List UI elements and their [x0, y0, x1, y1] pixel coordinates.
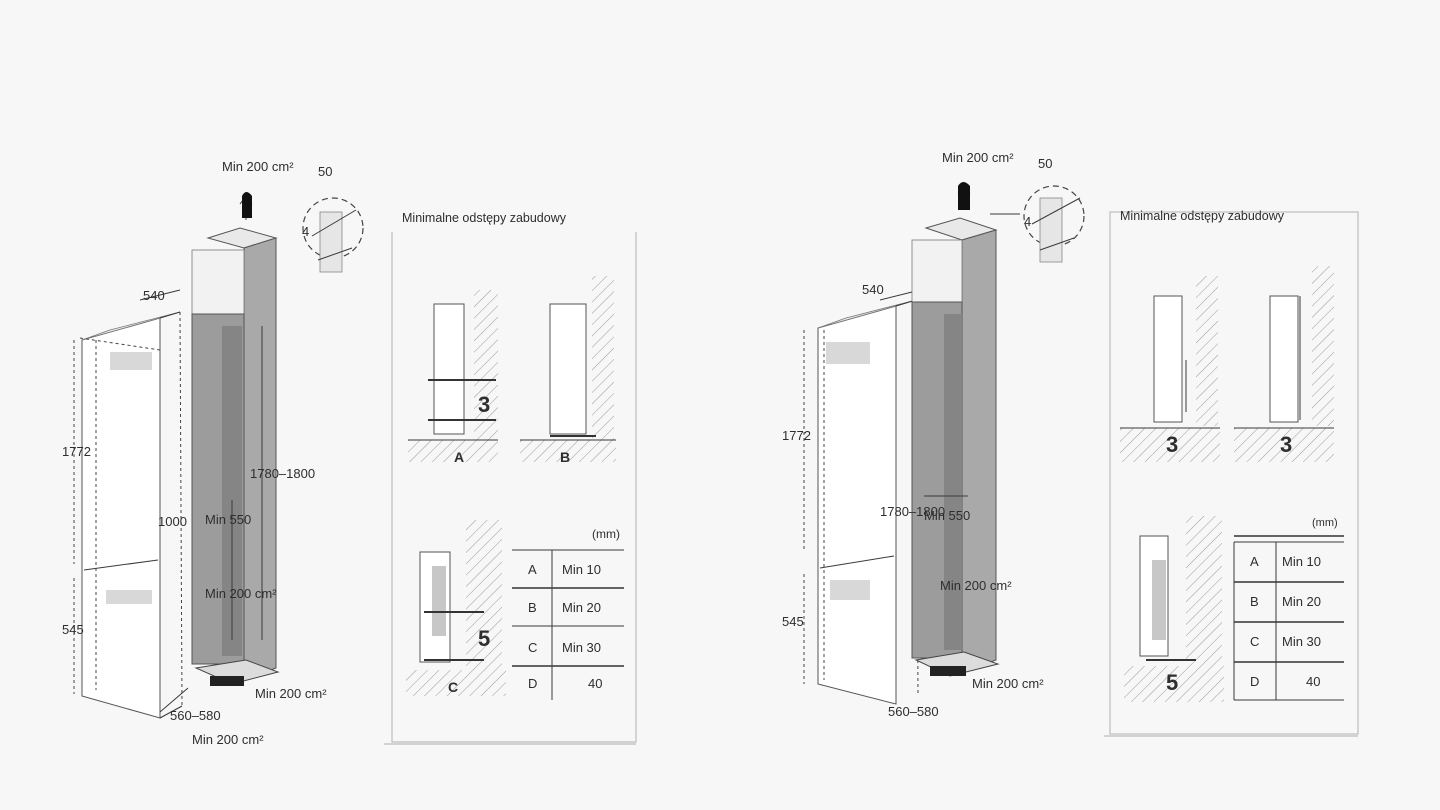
- left-door-panel: [81, 311, 183, 719]
- left-upper-handle: [110, 352, 152, 370]
- left-clearance-4-label: 4: [302, 224, 309, 239]
- right-fig-a-num: 3: [1166, 432, 1178, 457]
- left-detail-circle: [302, 197, 364, 273]
- right-table-value-a: Min 10: [1282, 554, 1321, 569]
- left-fig-a-letter: A: [454, 449, 464, 465]
- left-fig-a-num: 3: [478, 392, 490, 417]
- right-width-label: 560–580: [888, 704, 939, 719]
- left-appliance-drawing: Min 200 cm² 540 1772 1000 Min 550 1780–1…: [62, 159, 364, 747]
- left-panel-title: Minimalne odstępy zabudowy: [402, 211, 567, 225]
- left-table-header: (mm): [592, 527, 620, 541]
- left-fig-c-letter: C: [448, 679, 458, 695]
- left-table-value-d: 40: [588, 676, 602, 691]
- right-detail-circle: [1023, 185, 1085, 263]
- left-height-545-label: 545: [62, 622, 84, 637]
- right-panel-title: Minimalne odstępy zabudowy: [1120, 209, 1285, 223]
- left-clearance-panel: Minimalne odstępy zabudowy 3 A B: [384, 211, 637, 745]
- left-fig-c-num: 5: [478, 626, 490, 651]
- right-table-letter-a: A: [1250, 554, 1259, 569]
- right-table-value-d: 40: [1306, 674, 1320, 689]
- right-bottom-vent-label: Min 200 cm²: [972, 676, 1044, 691]
- right-upper-handle: [826, 342, 870, 364]
- right-top-vent-label: Min 200 cm²: [942, 150, 1014, 165]
- left-fig-a: 3: [408, 290, 498, 462]
- left-lower-handle: [106, 590, 152, 604]
- left-table-letter-c: C: [528, 640, 537, 655]
- right-clearance-table: (mm) A Min 10 B Min 20 C Min 30 D 40: [1233, 517, 1344, 701]
- left-cabinet-body: [191, 192, 280, 686]
- right-clearance-4-label: 4: [1024, 214, 1031, 229]
- left-height-1772-label: 1772: [62, 444, 91, 459]
- left-table-value-c: Min 30: [562, 640, 601, 655]
- right-table-header: (mm): [1312, 517, 1338, 529]
- right-height-1772-label: 1772: [782, 428, 811, 443]
- left-bottom-vent-label: Min 200 cm²: [255, 686, 327, 701]
- right-fig-a: 3: [1120, 276, 1220, 462]
- left-table-value-b: Min 20: [562, 600, 601, 615]
- right-fig-b-num: 3: [1280, 432, 1292, 457]
- left-top-vent-label: Min 200 cm²: [222, 159, 294, 174]
- right-fig-b: 3: [1234, 266, 1334, 462]
- right-fig-c-num: 5: [1166, 670, 1178, 695]
- right-table-letter-d: D: [1250, 674, 1259, 689]
- right-table-letter-b: B: [1250, 594, 1259, 609]
- left-width-label: 560–580: [170, 708, 221, 723]
- left-table-letter-d: D: [528, 676, 537, 691]
- right-clearance-panel: Minimalne odstępy zabudowy 3 3 5 (: [1104, 209, 1359, 737]
- right-table-value-b: Min 20: [1282, 594, 1321, 609]
- right-height-1000-label: 1780–1800: [880, 504, 945, 519]
- right-cabinet-body: [911, 182, 1020, 677]
- left-bottom-rear-label: Min 200 cm²: [192, 732, 264, 747]
- right-lower-handle: [830, 580, 870, 600]
- left-mid-vent-label: Min 200 cm²: [205, 586, 277, 601]
- left-table-letter-b: B: [528, 600, 537, 615]
- right-mid-vent-label: Min 200 cm²: [940, 578, 1012, 593]
- left-side-540-label: 540: [143, 288, 165, 303]
- left-fig-b: [520, 276, 616, 462]
- left-clearance-50-label: 50: [318, 164, 332, 179]
- left-height-1000-label: 1000: [158, 514, 187, 529]
- right-clearance-50-label: 50: [1038, 156, 1052, 171]
- right-fig-c: 5: [1124, 516, 1224, 702]
- right-depth-min-label: Min 550: [924, 508, 970, 523]
- right-door-panel: [817, 299, 919, 705]
- left-fig-b-letter: B: [560, 449, 570, 465]
- left-table-value-a: Min 10: [562, 562, 601, 577]
- right-side-540-label: 540: [862, 282, 884, 297]
- right-appliance-drawing: Min 200 cm² 540 1772 1780–1800 Min 550 M…: [782, 150, 1085, 719]
- right-table-value-c: Min 30: [1282, 634, 1321, 649]
- right-table-letter-c: C: [1250, 634, 1259, 649]
- left-niche-height-label: 1780–1800: [250, 466, 315, 481]
- left-table-letter-a: A: [528, 562, 537, 577]
- left-clearance-table: (mm) A Min 10 B Min 20 C Min 30 D 40: [512, 527, 624, 700]
- right-height-545-label: 545: [782, 614, 804, 629]
- left-fig-c: 5: [406, 520, 506, 696]
- left-depth-min-label: Min 550: [205, 512, 251, 527]
